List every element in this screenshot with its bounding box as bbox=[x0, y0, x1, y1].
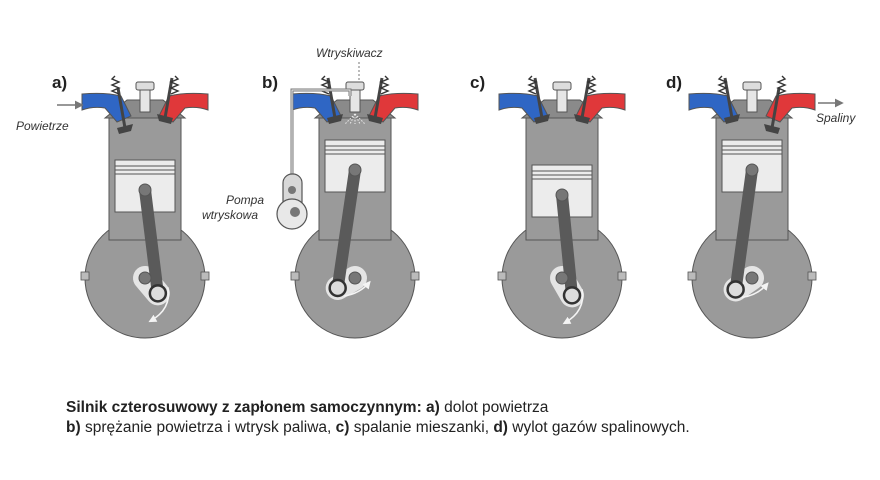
pump-label-line1: Pompa bbox=[226, 193, 264, 207]
fuel-spray bbox=[344, 113, 356, 125]
exhaust-label: Spaliny bbox=[816, 111, 856, 125]
mount-tab bbox=[290, 271, 300, 281]
crank-pin bbox=[562, 286, 582, 305]
rotation-arrow-icon bbox=[741, 282, 769, 299]
valve-spring-icon bbox=[379, 75, 390, 95]
exhaust-valve-head bbox=[574, 114, 590, 124]
crankshaft bbox=[348, 271, 362, 285]
connecting-rod-icon bbox=[139, 184, 164, 300]
intake-port-icon bbox=[291, 92, 342, 123]
crankshaft bbox=[745, 271, 759, 285]
exhaust-port-icon bbox=[158, 92, 209, 123]
intake-valve-head bbox=[534, 114, 550, 124]
valve-spring-icon bbox=[586, 75, 597, 95]
exhaust-port-icon bbox=[368, 92, 419, 123]
injector-icon bbox=[135, 81, 155, 91]
injector-label: Wtryskiwacz bbox=[316, 46, 383, 60]
intake-valve-stem bbox=[533, 77, 544, 119]
crankshaft bbox=[555, 271, 569, 285]
connecting-rod-icon bbox=[331, 164, 361, 294]
crank-pin bbox=[328, 278, 347, 298]
wrist-pin bbox=[745, 163, 759, 177]
injector-body bbox=[556, 89, 568, 113]
valve-spring-icon bbox=[110, 75, 121, 95]
mount-tab bbox=[807, 271, 817, 281]
wrist-pin bbox=[555, 188, 569, 202]
crank-pin bbox=[148, 284, 168, 303]
injector-body bbox=[139, 89, 151, 113]
valve-spring-icon bbox=[169, 75, 180, 95]
mount-tab bbox=[200, 271, 210, 281]
engine-stage-a bbox=[80, 75, 210, 339]
caption-d-text: wylot gazów spalinowych. bbox=[507, 419, 690, 436]
mount-tab bbox=[497, 271, 507, 281]
intake-valve-head bbox=[327, 114, 343, 124]
intake-valve-head bbox=[724, 114, 740, 124]
exhaust-valve-head bbox=[367, 114, 383, 124]
stage-label-a: a) bbox=[52, 73, 67, 92]
caption-line-1: Silnik czterosuwowy z zapłonem samoczynn… bbox=[66, 398, 856, 418]
injector-icon bbox=[742, 81, 762, 91]
fuel-spray bbox=[349, 113, 356, 125]
caption-a-text: dolot powietrza bbox=[439, 399, 549, 416]
air-label: Powietrze bbox=[16, 119, 69, 133]
fuel-spray bbox=[354, 113, 361, 125]
exhaust-valve-stem bbox=[770, 87, 781, 129]
intake-port-icon bbox=[498, 92, 549, 123]
valve-spring-icon bbox=[776, 75, 787, 95]
pump-label-line2: wtryskowa bbox=[202, 208, 258, 222]
rotation-arrow-icon bbox=[148, 287, 170, 323]
wrist-pin bbox=[138, 183, 152, 197]
mount-tab bbox=[617, 271, 627, 281]
stage-label-c: c) bbox=[470, 73, 485, 92]
caption-d: d) bbox=[493, 419, 508, 436]
intake-port-icon bbox=[688, 92, 739, 123]
exhaust-valve-head bbox=[157, 114, 173, 124]
connecting-rod-icon bbox=[729, 164, 758, 296]
caption-title: Silnik czterosuwowy z zapłonem samoczynn… bbox=[66, 399, 440, 416]
injector-body bbox=[746, 89, 758, 113]
rotation-arrow-icon bbox=[562, 289, 584, 325]
intake-valve-head bbox=[117, 124, 133, 134]
stage-label-d: d) bbox=[666, 73, 682, 92]
intake-valve-stem bbox=[326, 77, 337, 119]
engine-stage-d bbox=[687, 75, 817, 339]
exhaust-valve-stem bbox=[163, 77, 174, 119]
exhaust-valve-stem bbox=[580, 77, 591, 119]
caption-b-text: sprężanie powietrza i wtrysk paliwa, bbox=[80, 419, 336, 436]
exhaust-valve-stem bbox=[373, 77, 384, 119]
mount-tab bbox=[410, 271, 420, 281]
caption-c-text: spalanie mieszanki, bbox=[349, 419, 494, 436]
injector-body bbox=[349, 89, 361, 113]
fuel-pump-icon bbox=[276, 173, 308, 230]
intake-valve-stem bbox=[723, 77, 734, 119]
caption-c: c) bbox=[335, 419, 350, 436]
caption-line-2: b) sprężanie powietrza i wtrysk paliwa, … bbox=[66, 418, 856, 438]
valve-spring-icon bbox=[717, 75, 728, 95]
engine-stage-c bbox=[497, 75, 627, 339]
wrist-pin bbox=[348, 163, 362, 177]
connecting-rod-icon bbox=[556, 189, 578, 302]
intake-valve-stem bbox=[116, 87, 127, 129]
crankshaft bbox=[138, 271, 152, 285]
injector-icon bbox=[552, 81, 572, 91]
caption-b: b) bbox=[66, 419, 81, 436]
mount-tab bbox=[687, 271, 697, 281]
rotation-arrow-icon bbox=[343, 280, 371, 297]
engine-stage-b bbox=[290, 75, 420, 339]
valve-spring-icon bbox=[527, 75, 538, 95]
stage-label-b: b) bbox=[262, 73, 278, 92]
fuel-spray bbox=[354, 113, 366, 125]
exhaust-port-icon bbox=[575, 92, 626, 123]
exhaust-valve-head bbox=[764, 124, 780, 134]
crank-pin bbox=[726, 280, 745, 299]
mount-tab bbox=[80, 271, 90, 281]
caption: Silnik czterosuwowy z zapłonem samoczynn… bbox=[66, 398, 856, 438]
